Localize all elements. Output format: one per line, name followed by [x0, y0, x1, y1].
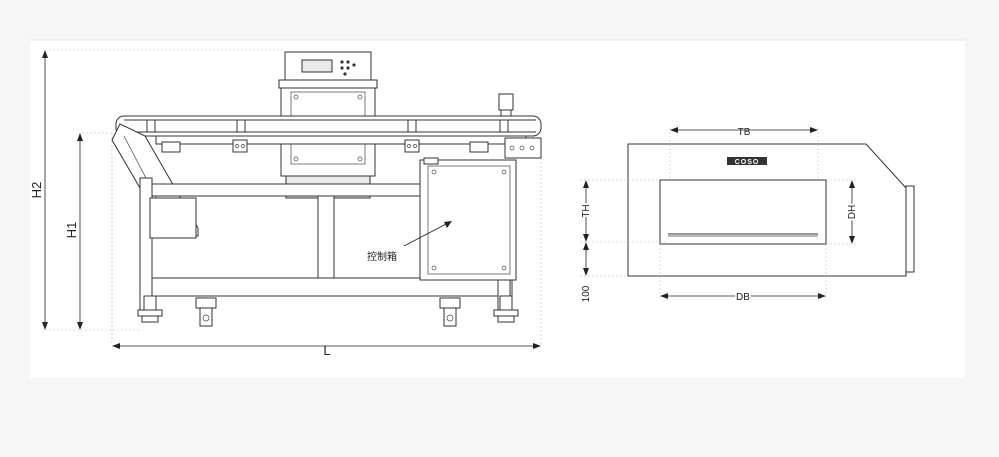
dim-label-db: DB — [736, 292, 750, 303]
dim-label-h2: H2 — [29, 182, 44, 199]
side-brackets — [161, 139, 489, 153]
control-box — [419, 157, 517, 281]
coso-logo-plate — [727, 157, 767, 165]
dim-label-tb: TB — [738, 127, 751, 138]
coso-logo-text: COSO — [735, 159, 760, 166]
front-view — [42, 49, 542, 349]
side-view — [580, 127, 915, 299]
dim-label-l: L — [323, 343, 330, 358]
conveyor-belt — [115, 93, 542, 159]
frame — [137, 177, 519, 323]
control-box-label: 控制箱 — [367, 250, 397, 263]
display-head — [278, 51, 378, 89]
casters — [195, 297, 461, 327]
dim-label-th: TH — [581, 204, 592, 217]
dim-label-h1: H1 — [64, 222, 79, 239]
dim-label-100: 100 — [581, 285, 592, 302]
dim-label-dh: DH — [847, 205, 858, 219]
